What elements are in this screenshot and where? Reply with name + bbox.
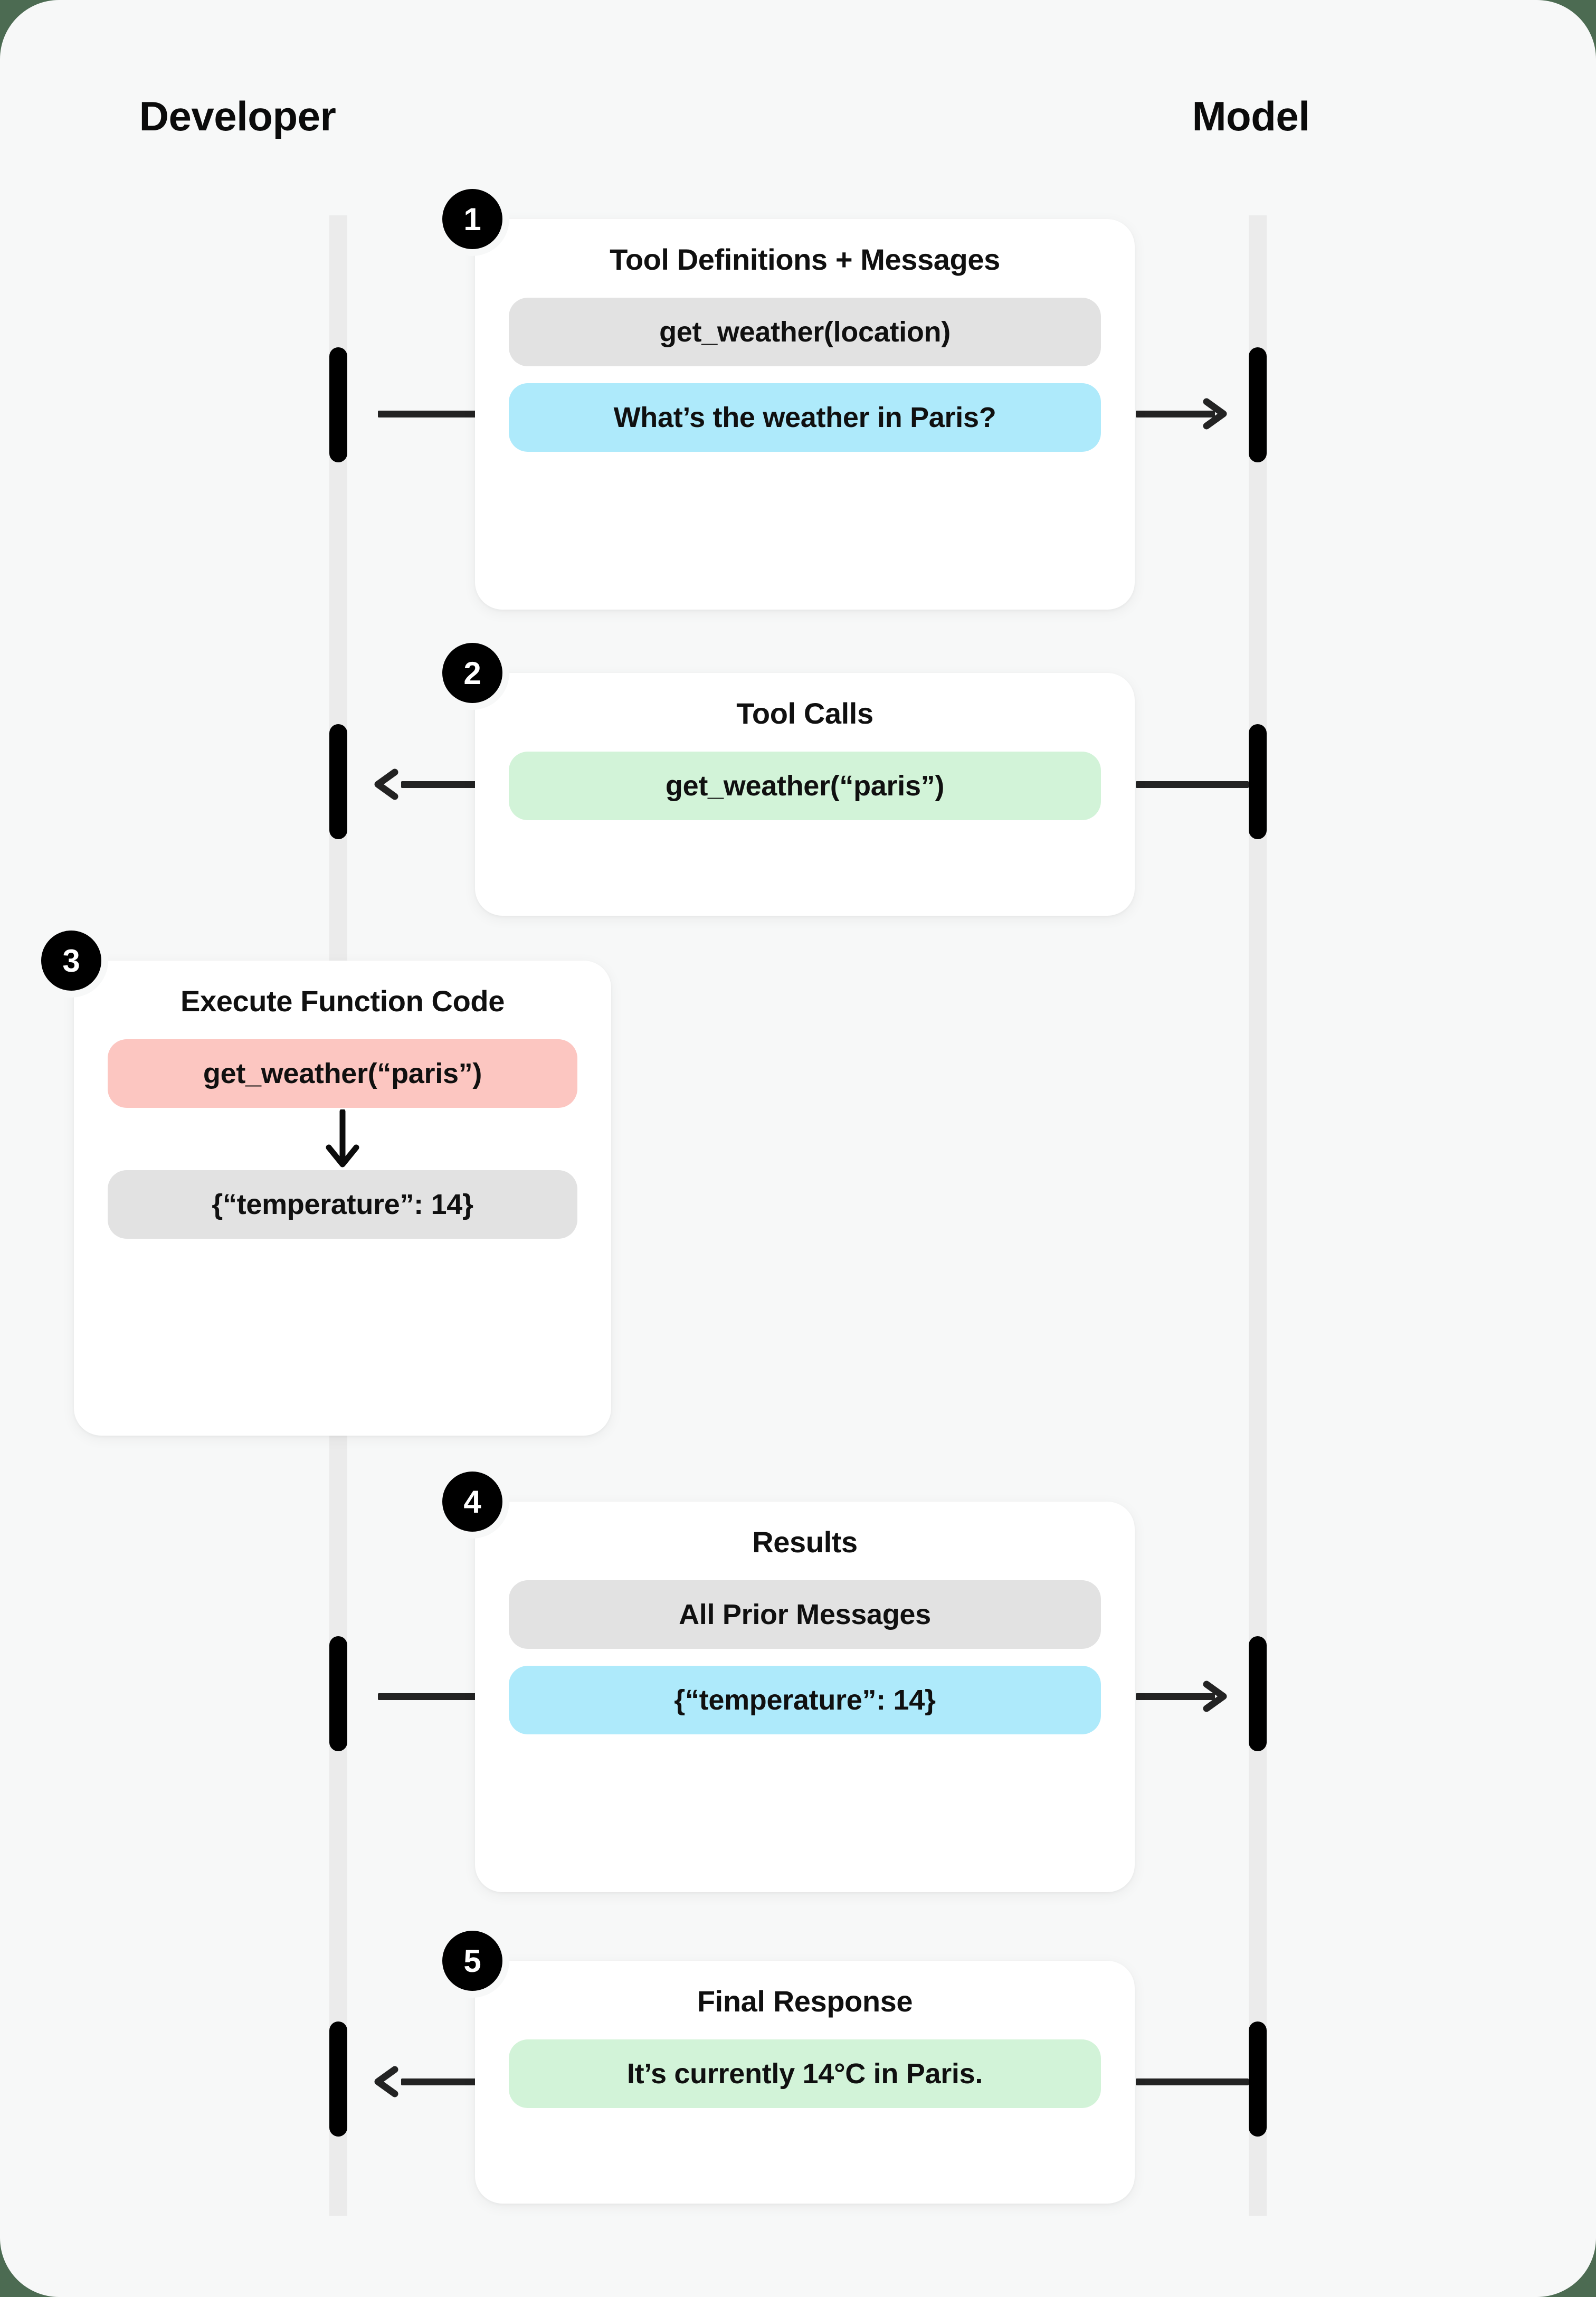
connector-step1-left [378,411,505,417]
step-card-4-pill-1: All Prior Messages [509,1580,1101,1649]
arrow-right-icon-step4 [1196,1680,1229,1713]
step-card-2-title: Tool Calls [736,697,873,730]
connector-step4-right [1136,1693,1215,1700]
step-card-4-pill-2: {“temperature”: 14} [509,1666,1101,1734]
arrow-left-icon-step5 [373,2065,405,2098]
connector-step5-right [1136,2078,1249,2085]
activation-bar-model-step5 [1249,2021,1267,2137]
connector-step4-left [378,1693,505,1700]
actor-label-developer: Developer [139,93,336,139]
activation-bar-developer-step1 [329,347,347,462]
step-badge-3: 3 [41,931,101,991]
step-card-2-pill-1: get_weather(“paris”) [509,752,1101,820]
arrow-down-icon-step3 [108,1108,577,1170]
step-card-2[interactable]: Tool Calls get_weather(“paris”) [475,673,1135,916]
step-card-5[interactable]: Final Response It’s currently 14°C in Pa… [475,1961,1135,2204]
step-badge-5: 5 [442,1931,502,1991]
connector-step1-right [1136,411,1215,417]
step-card-4-title: Results [752,1525,858,1559]
step-card-1-pill-1: get_weather(location) [509,298,1101,366]
activation-bar-developer-step5 [329,2021,347,2137]
step-card-3-pill-2: {“temperature”: 14} [108,1170,577,1239]
step-card-1-title: Tool Definitions + Messages [610,243,1000,276]
step-badge-4: 4 [442,1472,502,1532]
arrow-right-icon-step1 [1196,397,1229,430]
step-card-1[interactable]: Tool Definitions + Messages get_weather(… [475,219,1135,610]
step-card-1-pill-2: What’s the weather in Paris? [509,383,1101,452]
step-badge-2: 2 [442,643,502,703]
arrow-left-icon-step2 [373,768,405,801]
step-card-5-pill-1: It’s currently 14°C in Paris. [509,2039,1101,2108]
step-card-3[interactable]: Execute Function Code get_weather(“paris… [74,961,611,1436]
step-badge-1: 1 [442,189,502,249]
connector-step2-right [1136,781,1249,788]
activation-bar-model-step2 [1249,724,1267,839]
activation-bar-model-step4 [1249,1636,1267,1751]
step-card-3-pill-1: get_weather(“paris”) [108,1039,577,1108]
activation-bar-developer-step4 [329,1636,347,1751]
step-card-4[interactable]: Results All Prior Messages {“temperature… [475,1502,1135,1892]
actor-label-model: Model [1192,93,1310,139]
step-card-5-title: Final Response [697,1985,913,2018]
lifeline-model [1249,215,1267,2216]
activation-bar-developer-step2 [329,724,347,839]
activation-bar-model-step1 [1249,347,1267,462]
step-card-3-title: Execute Function Code [180,984,505,1018]
